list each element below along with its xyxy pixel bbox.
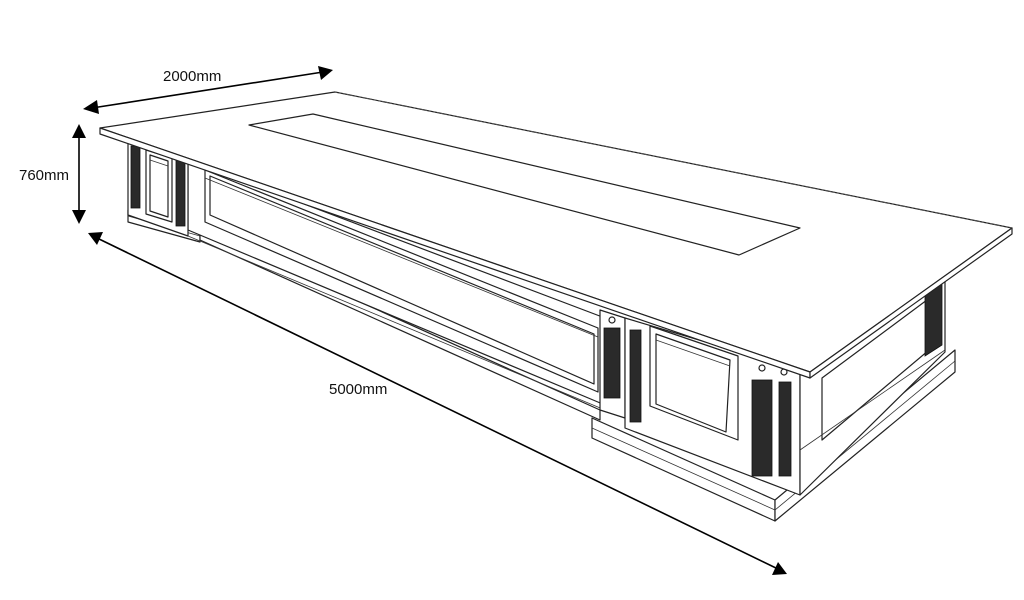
- length-label: 5000mm: [329, 381, 388, 398]
- height-dimension-arrow: [72, 124, 86, 224]
- height-label: 760mm: [19, 167, 70, 184]
- width-label: 2000mm: [163, 68, 222, 85]
- width-dimension-arrow: [83, 66, 333, 114]
- top-inlay-panel: [248, 113, 801, 256]
- center-post: [599, 309, 626, 419]
- table-top: [99, 91, 1013, 379]
- length-dimension-arrow: [88, 232, 787, 575]
